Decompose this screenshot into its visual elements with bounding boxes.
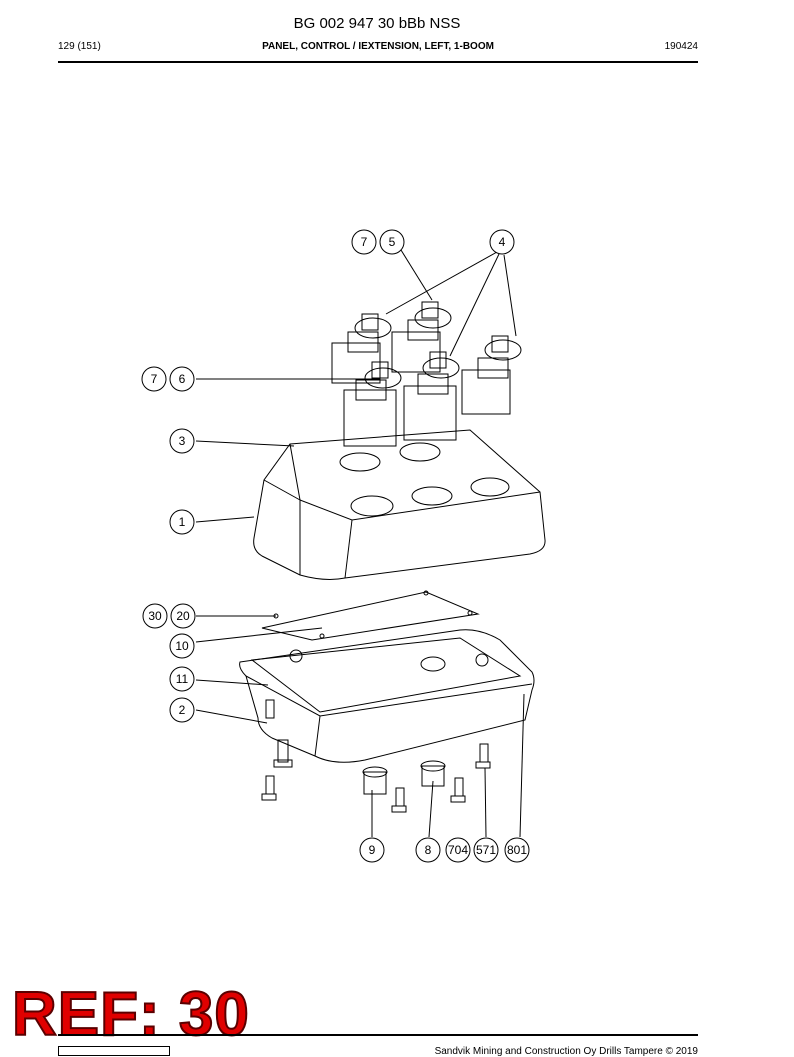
callout-circles: [141, 229, 530, 863]
callout-number: 2: [179, 703, 186, 717]
callout-number: 8: [425, 843, 432, 857]
date-code: 190424: [664, 41, 698, 52]
page-indicator: 129 (151): [58, 41, 101, 52]
callout-number: 9: [369, 843, 376, 857]
ref-stamp: REF: 30: [11, 980, 250, 1049]
callout-number: 3: [179, 434, 186, 448]
selector-switches: [331, 301, 522, 447]
leader-lines: [195, 249, 525, 838]
callout-number: 4: [499, 235, 506, 249]
callout-number: 6: [179, 372, 186, 386]
footer-rule: [58, 1034, 698, 1036]
document-title: BG 002 947 30 bBb NSS: [293, 15, 461, 32]
callout-number: 704: [448, 843, 468, 857]
callout-number: 10: [175, 639, 189, 653]
top-housing: [253, 429, 546, 580]
callout-number: 1: [179, 515, 186, 529]
header-rule: [58, 61, 698, 63]
callout-number: 5: [389, 235, 396, 249]
callout-number: 7: [361, 235, 368, 249]
callout-number: 20: [176, 609, 190, 623]
footer-copyright: Sandvik Mining and Construction Oy Drill…: [434, 1046, 698, 1057]
section-title: PANEL, CONTROL / IEXTENSION, LEFT, 1-BOO…: [262, 41, 494, 52]
callout-number: 11: [176, 672, 189, 686]
gasket-plate: [261, 590, 480, 641]
sandvik-logo-icon: [58, 1046, 170, 1056]
base-box: [239, 629, 535, 763]
screws-and-plugs: [261, 739, 491, 813]
callout-number: 30: [148, 609, 162, 623]
callout-number: 7: [151, 372, 158, 386]
callout-number: 801: [507, 843, 527, 857]
callout-number: 571: [476, 843, 496, 857]
callout-numbers: 7 5 4 7 6 3 1 30 20 10 11 2 9 8 704 571 …: [148, 235, 527, 857]
